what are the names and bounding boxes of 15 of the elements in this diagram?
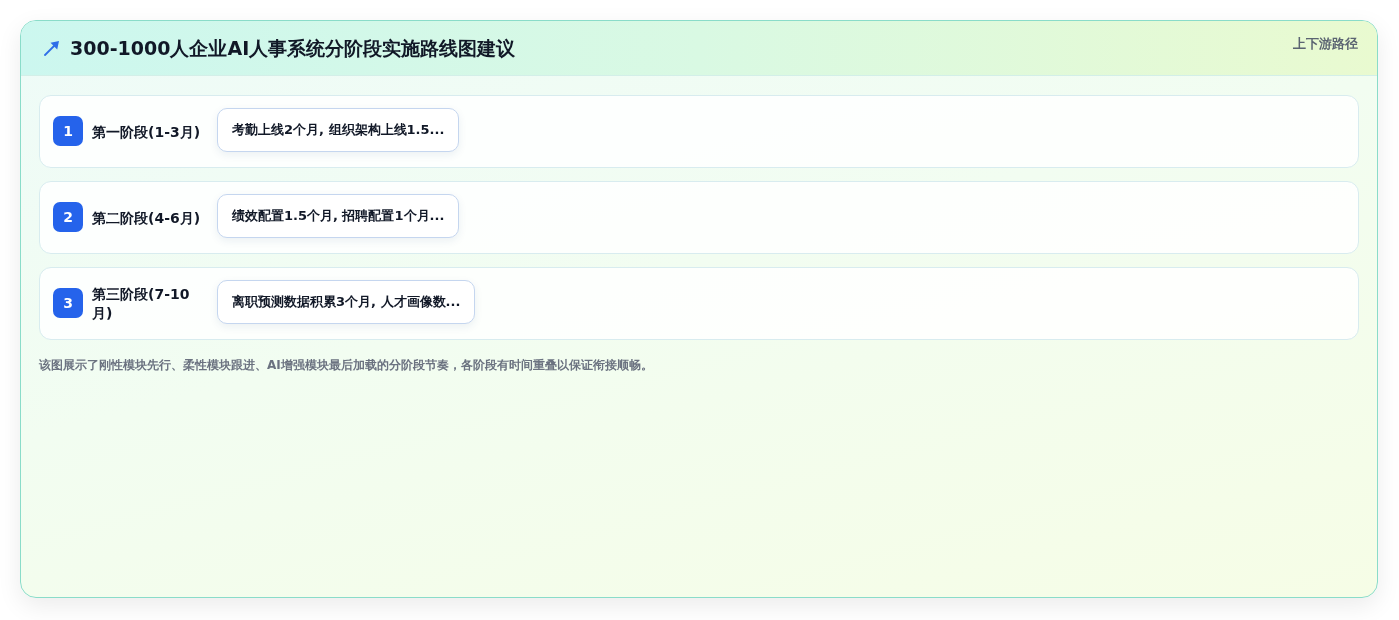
- task-summary-card: 考勤上线2个月, 组织架构上线1.5...: [217, 108, 460, 152]
- caption-text: 该图展示了刚性模块先行、柔性模块跟进、AI增强模块最后加载的分阶段节奏，各阶段有时间重叠以保证衔接顺畅。: [39, 357, 653, 373]
- title-text: 300-1000人企业AI人事系统分阶段实施路线图建议: [70, 36, 516, 60]
- task-summary-card: 离职预测数据积累3个月, 人才画像数...: [217, 280, 476, 324]
- stage-row: [39, 181, 1359, 254]
- stage-title: 第二阶段(4-6月): [92, 208, 202, 227]
- task-summary-card: 绩效配置1.5个月, 招聘配置1个月...: [217, 194, 460, 238]
- stage-row: [39, 267, 1359, 340]
- stage-row: [39, 95, 1359, 168]
- stage-title: 第一阶段(1-3月): [92, 122, 202, 141]
- step-number: 2: [53, 202, 83, 232]
- header-note: 上下游路径: [1293, 36, 1358, 52]
- stage-title: 第三阶段(7-10月): [92, 284, 191, 323]
- step-number: 1: [53, 116, 83, 146]
- step-number: 3: [53, 288, 83, 318]
